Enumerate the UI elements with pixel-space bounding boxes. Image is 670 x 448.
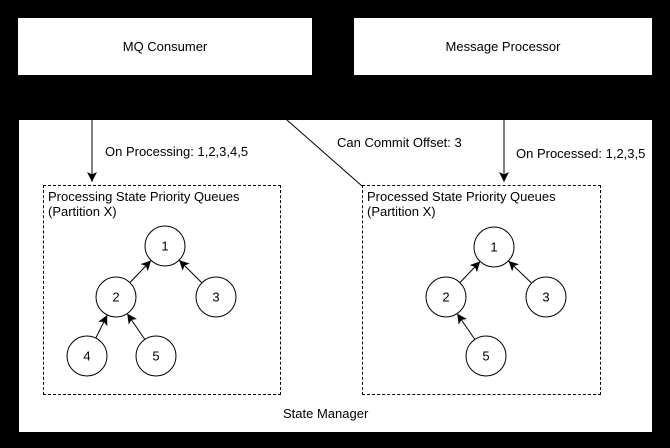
can-commit-offset-label: Can Commit Offset: 3 bbox=[337, 135, 462, 150]
processed-queue-subtitle: (Partition X) bbox=[367, 204, 436, 219]
processing-queue-box: Processing State Priority Queues (Partit… bbox=[43, 185, 281, 395]
state-manager-label: State Manager bbox=[283, 406, 369, 421]
mq-consumer-label: MQ Consumer bbox=[122, 39, 208, 54]
processed-queue-title-block: Processed State Priority Queues (Partiti… bbox=[363, 186, 600, 219]
processing-queue-subtitle: (Partition X) bbox=[48, 204, 117, 219]
message-processor-label: Message Processor bbox=[445, 39, 561, 54]
on-processing-label: On Processing: 1,2,3,4,5 bbox=[105, 144, 249, 159]
processing-queue-title: Processing State Priority Queues bbox=[48, 189, 240, 204]
processed-queue-title: Processed State Priority Queues bbox=[367, 189, 556, 204]
message-processor-box: Message Processor bbox=[353, 17, 653, 76]
mq-consumer-box: MQ Consumer bbox=[17, 17, 313, 76]
processing-queue-title-block: Processing State Priority Queues (Partit… bbox=[44, 186, 280, 219]
on-processed-label: On Processed: 1,2,3,5 bbox=[516, 146, 646, 161]
processed-queue-box: Processed State Priority Queues (Partiti… bbox=[362, 185, 601, 395]
